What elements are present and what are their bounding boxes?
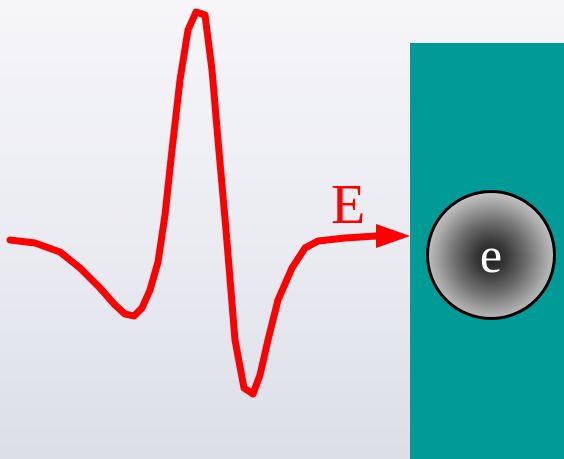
- electron-particle: e: [426, 190, 556, 320]
- field-pulse-waveform: [6, 8, 380, 398]
- field-direction-arrowhead: [376, 224, 410, 248]
- electron-label: e: [479, 227, 503, 283]
- field-label: E: [331, 174, 366, 236]
